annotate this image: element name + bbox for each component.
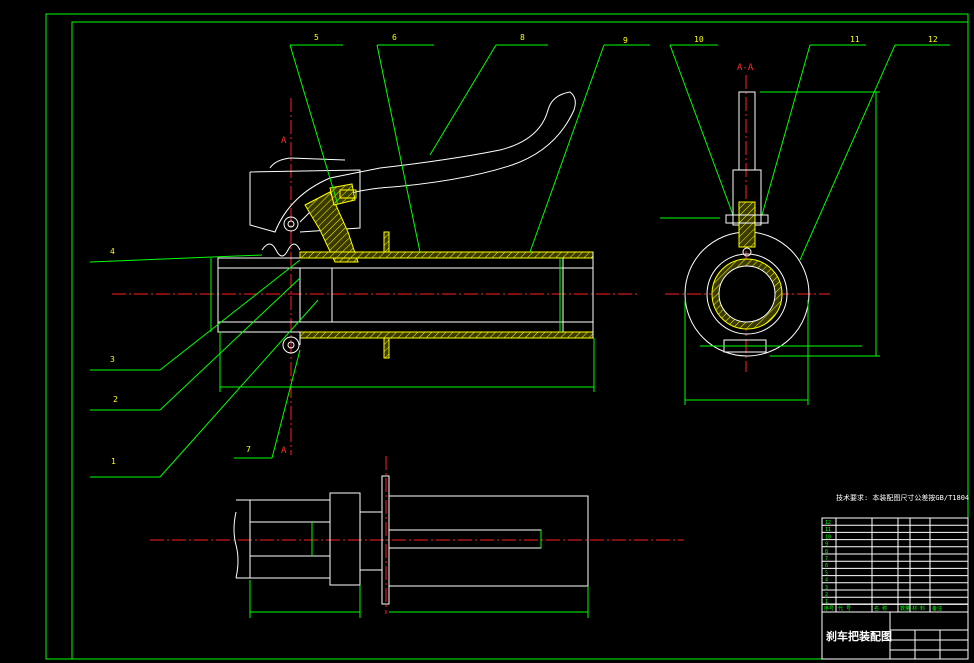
balloon-8: 8 <box>520 33 525 42</box>
main-view: A A <box>112 91 640 456</box>
technical-notes: 技术要求: 本装配图尺寸公差按GB/T1804 <box>836 493 969 502</box>
balloon-10: 10 <box>694 35 704 44</box>
bottom-view <box>150 456 684 618</box>
parts-header-cell: 数量 <box>900 605 910 612</box>
balloon-1: 1 <box>111 457 116 466</box>
section-mark-bottom: A <box>281 446 287 456</box>
parts-header-cell: 备注 <box>932 605 942 612</box>
tube <box>217 231 594 359</box>
parts-header-cell: 序号 <box>824 605 834 612</box>
title-block: 121110 98765 4321序号代 号 名 称 数量材 料备注 刹车把装配图 <box>821 517 969 660</box>
balloon-5: 5 <box>314 33 319 42</box>
sheet-frame <box>45 13 969 660</box>
leaders: 5 6 8 9 4 3 2 1 7 10 11 12 <box>89 33 950 478</box>
parts-row-number: 8 <box>825 549 828 555</box>
parts-header-cell: 材 料 <box>912 605 925 612</box>
balloon-9: 9 <box>623 36 628 45</box>
clamp-parts <box>304 183 359 263</box>
parts-row-number: 10 <box>825 534 831 540</box>
parts-row-number: 4 <box>825 578 828 584</box>
balloon-4: 4 <box>110 247 115 256</box>
parts-row-number: 5 <box>825 570 828 576</box>
balloon-6: 6 <box>392 33 397 42</box>
balloon-11: 11 <box>850 35 860 44</box>
balloon-12: 12 <box>928 35 938 44</box>
parts-row-number: 7 <box>825 556 828 562</box>
section-mark-top: A <box>281 136 287 146</box>
parts-header-cell: 名 称 <box>874 605 887 612</box>
section-view-a-a: A-A <box>660 63 880 405</box>
parts-header-cell: 代 号 <box>838 605 851 612</box>
balloon-3: 3 <box>110 355 115 364</box>
brake-lever <box>249 91 576 233</box>
parts-row-number: 6 <box>825 563 828 569</box>
section-label: A-A <box>737 63 754 73</box>
parts-row-number: 1 <box>825 599 828 605</box>
parts-row-number: 11 <box>825 527 831 533</box>
parts-row-number: 3 <box>825 585 828 591</box>
balloon-2: 2 <box>113 395 118 404</box>
balloon-7: 7 <box>246 445 251 454</box>
parts-row-number: 2 <box>825 592 828 598</box>
parts-row-number: 9 <box>825 542 828 548</box>
title-block-title: 刹车把装配图 <box>826 629 892 643</box>
parts-row-number: 12 <box>825 520 831 526</box>
